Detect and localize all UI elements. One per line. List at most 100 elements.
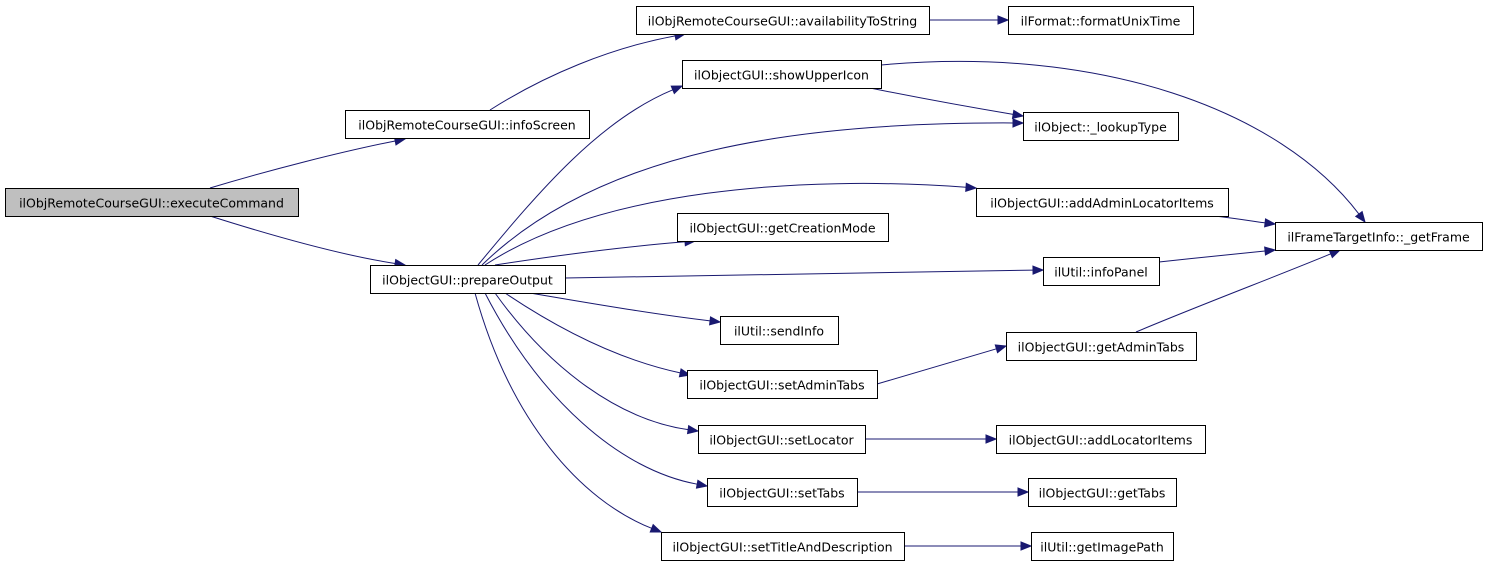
edge-avail-to-fmt [929,15,1010,25]
node-infopanel[interactable]: ilUtil::infoPanel [1043,257,1160,286]
node-settitle[interactable]: ilObjectGUI::setTitleAndDescription [661,532,905,561]
edge-getadmintabs-to-frame [1135,249,1342,333]
node-prep[interactable]: ilObjectGUI::prepareOutput [370,265,566,294]
edge-line [564,269,1034,279]
node-settabs[interactable]: ilObjectGUI::setTabs [707,478,858,507]
node-label[interactable]: ilObjRemoteCourseGUI::availabilityToStri… [648,14,917,29]
arrowhead-icon [997,15,1010,25]
edge-prep-to-lookup [481,118,1025,266]
arrowhead-icon [1020,541,1033,551]
node-box[interactable] [1028,478,1177,507]
edge-line [477,89,673,266]
arrowhead-icon [709,316,722,326]
arrowhead-icon [1354,210,1366,224]
arrowhead-icon [686,424,700,435]
edge-line [209,140,396,189]
node-label[interactable]: ilObjRemoteCourseGUI::executeCommand [19,196,284,211]
node-label[interactable]: ilUtil::infoPanel [1054,265,1148,280]
edge-settabs-to-gettabs [856,487,1030,497]
node-box[interactable] [5,188,299,217]
edge-prep-to-infopanel [564,265,1045,279]
edge-prep-to-addadmin [484,182,978,266]
edge-exec-to-info [209,136,407,189]
node-label[interactable]: ilObjectGUI::setTabs [719,486,844,501]
node-label[interactable]: ilObjectGUI::getCreationMode [689,221,875,236]
arrowhead-icon [994,344,1008,354]
node-label[interactable]: ilObjectGUI::getAdminTabs [1018,340,1185,355]
edge-line [494,292,689,431]
edge-line [876,348,997,385]
node-avail[interactable]: ilObjRemoteCourseGUI::availabilityToStri… [636,6,930,35]
node-box[interactable] [1031,532,1174,561]
node-box[interactable] [1008,6,1194,35]
node-box[interactable] [1043,257,1160,286]
node-label[interactable]: ilObjectGUI::prepareOutput [382,273,553,288]
node-label[interactable]: ilObjectGUI::setLocator [709,433,854,448]
edge-upper-to-frame [880,60,1366,224]
node-box[interactable] [720,316,839,345]
node-exec[interactable]: ilObjRemoteCourseGUI::executeCommand [5,188,299,217]
node-imagepath[interactable]: ilUtil::getImagePath [1031,532,1174,561]
node-box[interactable] [976,188,1229,217]
edge-line [494,241,686,266]
node-label[interactable]: ilFormat::formatUnixTime [1021,14,1181,29]
node-label[interactable]: ilObjectGUI::addAdminLocatorItems [990,196,1214,211]
arrowhead-icon [965,182,978,192]
node-setadmintabs[interactable]: ilObjectGUI::setAdminTabs [687,370,878,399]
edge-exec-to-prep [209,215,407,269]
edge-settitle-to-imagepath [904,541,1033,551]
node-label[interactable]: ilUtil::getImagePath [1040,540,1164,555]
node-box[interactable] [1275,222,1483,251]
edge-infopanel-to-frame [1158,246,1277,263]
edge-line [529,292,711,322]
node-label[interactable]: ilObjectGUI::setAdminTabs [699,378,864,393]
edge-line [1135,253,1331,333]
node-setlocator[interactable]: ilObjectGUI::setLocator [698,425,866,454]
node-lookup[interactable]: ilObject::_lookupType [1023,112,1179,141]
arrowhead-icon [1017,487,1030,497]
node-box[interactable] [677,213,889,242]
node-box[interactable] [345,110,590,139]
node-label[interactable]: ilObjectGUI::setTitleAndDescription [672,540,892,555]
node-label[interactable]: ilObjectGUI::getTabs [1039,486,1166,501]
node-addlocator[interactable]: ilObjectGUI::addLocatorItems [996,425,1206,454]
node-box[interactable] [1023,112,1179,141]
arrowhead-icon [649,523,663,533]
edge-prep-to-upper [477,85,684,266]
node-gettabs[interactable]: ilObjectGUI::getTabs [1028,478,1177,507]
node-sendinfo[interactable]: ilUtil::sendInfo [720,316,839,345]
node-fmt[interactable]: ilFormat::formatUnixTime [1008,6,1194,35]
node-label[interactable]: ilObjRemoteCourseGUI::infoScreen [358,118,575,133]
node-upper[interactable]: ilObjectGUI::showUpperIcon [682,60,882,89]
node-getadmintabs[interactable]: ilObjectGUI::getAdminTabs [1006,332,1197,361]
node-box[interactable] [682,60,882,89]
edge-setadmintabs-to-getadmintabs [876,344,1008,385]
edge-line [474,292,652,529]
edge-upper-to-lookup [869,87,1025,119]
edge-line [481,122,1014,266]
node-addadmin[interactable]: ilObjectGUI::addAdminLocatorItems [976,188,1229,217]
edge-line [489,35,676,111]
edge-addadmin-to-frame [1214,215,1277,228]
node-label[interactable]: ilObject::_lookupType [1034,120,1167,135]
nodes-layer: ilObjRemoteCourseGUI::executeCommandilOb… [5,6,1483,561]
node-box[interactable] [996,425,1206,454]
node-box[interactable] [661,532,905,561]
node-label[interactable]: ilObjectGUI::showUpperIcon [694,68,869,83]
node-info[interactable]: ilObjRemoteCourseGUI::infoScreen [345,110,590,139]
node-frame[interactable]: ilFrameTargetInfo::_getFrame [1275,222,1483,251]
arrowhead-icon [1032,265,1045,275]
node-box[interactable] [698,425,866,454]
edges-layer [209,15,1366,551]
node-box[interactable] [707,478,858,507]
node-box[interactable] [1006,332,1197,361]
node-box[interactable] [636,6,930,35]
node-box[interactable] [370,265,566,294]
node-box[interactable] [687,370,878,399]
node-label[interactable]: ilFrameTargetInfo::_getFrame [1287,230,1470,245]
node-label[interactable]: ilUtil::sendInfo [734,324,824,339]
edge-line [880,60,1360,215]
node-label[interactable]: ilObjectGUI::addLocatorItems [1009,433,1193,448]
arrowhead-icon [1264,246,1277,256]
node-creation[interactable]: ilObjectGUI::getCreationMode [677,213,889,242]
